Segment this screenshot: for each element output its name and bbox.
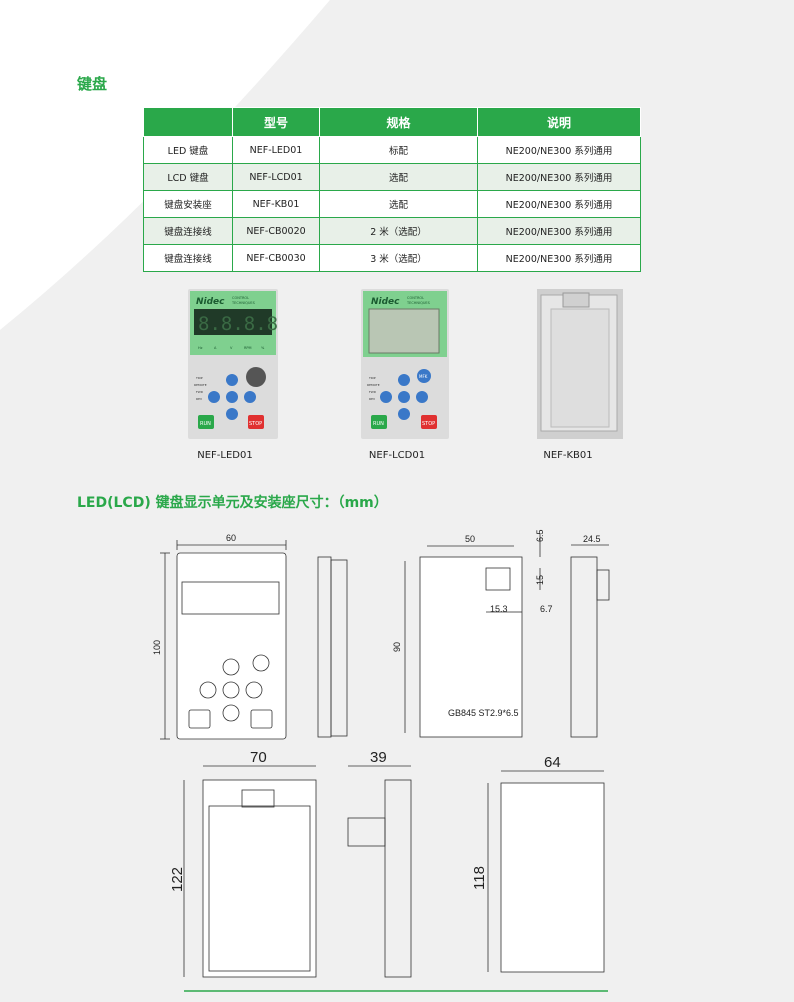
cell-name: LED 键盘 [143, 136, 233, 164]
cell-description: NE200/NE300 系列通用 [477, 163, 641, 191]
svg-text:Nidec: Nidec [371, 297, 400, 307]
cell-description: NE200/NE300 系列通用 [477, 136, 641, 164]
cell-description: NE200/NE300 系列通用 [477, 217, 641, 245]
mfk-button[interactable] [417, 369, 431, 383]
dim-front-height: 100 [152, 640, 162, 655]
dim-back-height: 90 [392, 642, 402, 652]
svg-text:RPM: RPM [244, 346, 252, 350]
dim-base-depth: 39 [370, 749, 387, 766]
table-row: 键盘连接线 NEF-CB0020 2 米（选配） NE200/NE300 系列通… [143, 217, 641, 245]
header-description: 说明 [477, 107, 641, 137]
dim-side-gap: 6.7 [540, 604, 553, 614]
svg-text:STOP: STOP [249, 421, 262, 427]
svg-text:TRIP: TRIP [368, 376, 376, 380]
cell-model: NEF-CB0030 [232, 244, 320, 272]
svg-text:TECHNIQUES: TECHNIQUES [231, 301, 256, 305]
cell-description: NE200/NE300 系列通用 [477, 244, 641, 272]
dim-base-height: 122 [169, 867, 186, 892]
svg-text:CONTROL: CONTROL [407, 296, 424, 300]
section-title-dimensions: LED(LCD) 键盘显示单元及安装座尺寸：（mm） [77, 495, 388, 511]
cell-name: 键盘连接线 [143, 217, 233, 245]
caption-kb: NEF-KB01 [543, 450, 593, 461]
header-model: 型号 [232, 107, 320, 137]
dim-front-width: 60 [226, 533, 236, 543]
svg-text:REMOTE: REMOTE [194, 383, 207, 387]
dim-cover-width: 64 [544, 754, 561, 771]
photo-mounting-base [537, 289, 623, 439]
brand-logo: Nidec [196, 297, 225, 307]
dim-screw: GB845 ST2.9*6.5 [448, 708, 519, 718]
prg-button[interactable] [226, 391, 238, 403]
table-row: 键盘连接线 NEF-CB0030 3 米（选配） NE200/NE300 系列通… [143, 244, 641, 272]
svg-text:A: A [214, 346, 217, 350]
down-button[interactable] [226, 408, 238, 420]
cell-spec: 3 米（选配） [319, 244, 478, 272]
svg-text:FWD: FWD [196, 390, 204, 394]
knob[interactable] [246, 367, 266, 387]
svg-text:TECHNIQUES: TECHNIQUES [406, 301, 431, 305]
svg-text:8.8.8.8: 8.8.8.8 [198, 313, 278, 335]
header-blank [143, 107, 233, 137]
dim-base-width: 70 [250, 749, 267, 766]
table-row: LCD 键盘 NEF-LCD01 选配 NE200/NE300 系列通用 [143, 163, 641, 191]
svg-text:%: % [261, 346, 265, 350]
section-title-keypad: 键盘 [77, 75, 108, 93]
up-button[interactable] [226, 374, 238, 386]
svg-text:MFK: MFK [419, 374, 428, 379]
cell-name: 键盘连接线 [143, 244, 233, 272]
photo-lcd-keypad: Nidec CONTROL TECHNIQUES TRIP REMOTE FWD… [361, 289, 449, 439]
svg-text:Hz: Hz [198, 346, 203, 350]
cell-description: NE200/NE300 系列通用 [477, 190, 641, 218]
svg-text:FWD: FWD [369, 390, 377, 394]
photo-led-keypad: Nidec CONTROL TECHNIQUES 8.8.8.8 Hz A V … [188, 289, 278, 439]
dim-back-width: 50 [465, 534, 475, 544]
dim-cover-height: 118 [471, 866, 488, 890]
stop-button[interactable] [248, 415, 264, 429]
svg-text:RUN: RUN [200, 421, 211, 427]
cell-name: LCD 键盘 [143, 163, 233, 191]
cell-spec: 2 米（选配） [319, 217, 478, 245]
header-spec: 规格 [319, 107, 478, 137]
shift-button[interactable] [208, 391, 220, 403]
svg-text:STOP: STOP [422, 421, 435, 427]
table-row: LED 键盘 NEF-LED01 标配 NE200/NE300 系列通用 [143, 136, 641, 164]
svg-text:REV: REV [369, 397, 376, 401]
spec-table: 型号 规格 说明 LED 键盘 NEF-LED01 标配 NE200/NE300… [143, 107, 641, 272]
svg-text:RUN: RUN [373, 421, 384, 427]
dim-port-height: 15 [535, 575, 545, 585]
dim-top-gap: 6.5 [535, 529, 545, 542]
caption-lcd: NEF-LCD01 [368, 450, 426, 461]
svg-text:REV: REV [196, 397, 203, 401]
dim-port-width: 15.3 [490, 604, 508, 614]
svg-text:TRIP: TRIP [195, 376, 203, 380]
enter-button[interactable] [244, 391, 256, 403]
svg-text:REMOTE: REMOTE [367, 383, 380, 387]
led-display [194, 309, 272, 335]
table-header-row: 型号 规格 说明 [143, 107, 641, 137]
caption-led: NEF-LED01 [197, 450, 253, 461]
cell-spec: 标配 [319, 136, 478, 164]
svg-text:V: V [230, 346, 233, 350]
run-button[interactable] [198, 415, 214, 429]
dim-side-depth: 24.5 [583, 534, 601, 544]
cell-name: 键盘安装座 [143, 190, 233, 218]
svg-text:CONTROL: CONTROL [232, 296, 249, 300]
cell-model: NEF-LCD01 [232, 163, 320, 191]
lcd-display [368, 308, 440, 354]
